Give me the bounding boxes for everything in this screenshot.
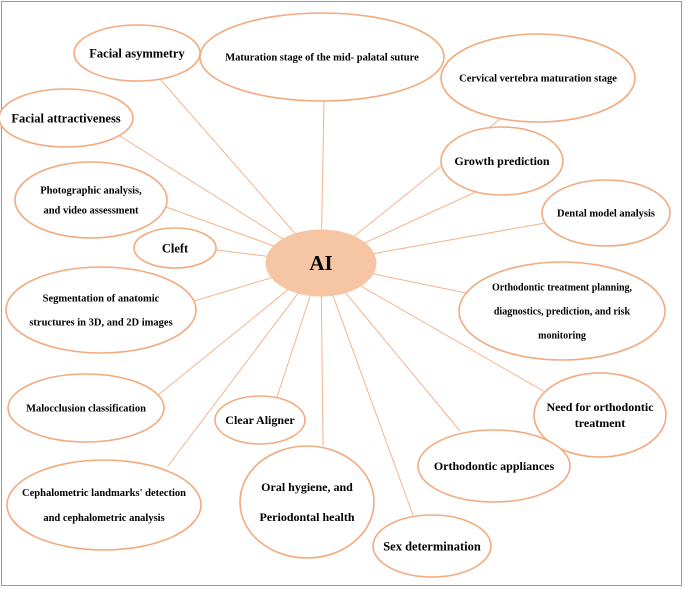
node-label: Orthodontic treatment planning, [492, 283, 633, 294]
center-node: AI [265, 229, 377, 297]
node-label: and video assessment [43, 206, 139, 217]
node-label: Cephalometric landmarks' detection [22, 488, 186, 499]
connector-facial-attractiveness [119, 135, 284, 240]
node-label: Cervical vertebra maturation stage [459, 74, 617, 85]
connector-growth-prediction [364, 189, 481, 244]
node-label: and cephalometric analysis [43, 513, 164, 524]
node-label: Cleft [162, 241, 189, 255]
node-label: Orthodontic appliances [434, 459, 555, 473]
node-ellipse [440, 33, 636, 123]
node-label: monitoring [538, 331, 586, 342]
connector-cephalometric [167, 292, 299, 467]
node-ellipse [133, 227, 217, 269]
node-sex-determination: Sex determination [372, 514, 492, 578]
node-facial-attractiveness: Facial attractiveness [0, 88, 134, 148]
node-ellipse [417, 429, 571, 503]
node-cephalometric: Cephalometric landmarks' detection and ce… [6, 459, 202, 551]
node-need-for-treatment: Need for orthodontic treatment [533, 372, 667, 458]
node-label: Dental model analysis [557, 209, 655, 220]
node-ellipse [6, 459, 202, 551]
node-label: Oral hygiene, and [261, 480, 353, 494]
node-ellipse [239, 445, 375, 559]
node-malocclusion: Malocclusion classification [7, 373, 165, 443]
node-label: Growth prediction [454, 154, 550, 168]
node-growth-prediction: Growth prediction [440, 126, 564, 196]
node-dental-model: Dental model analysis [541, 179, 671, 247]
node-orthodontic-appliances: Orthodontic appliances [417, 429, 571, 503]
connector-photographic-analysis [165, 206, 275, 247]
node-ellipse [0, 88, 134, 148]
node-label: treatment [575, 416, 625, 430]
connector-malocclusion [156, 289, 289, 397]
connector-need-for-treatment [360, 285, 546, 393]
node-label: diagnostics, prediction, and risk [494, 307, 631, 318]
node-photographic-analysis: Photographic analysis, and video assessme… [14, 161, 168, 239]
connector-oral-hygiene [320, 295, 324, 447]
node-label: Facial asymmetry [89, 46, 185, 60]
node-ellipse [5, 266, 197, 354]
node-segmentation: Segmentation of anatomic structures in 3D… [5, 266, 197, 354]
node-label: Segmentation of anatomic [43, 294, 160, 305]
node-label: Sex determination [383, 539, 481, 553]
node-cleft: Cleft [133, 227, 217, 269]
node-clear-aligner: Clear Aligner [214, 395, 306, 445]
connector-cleft [215, 249, 268, 257]
connector-dental-model [373, 222, 546, 255]
node-ellipse [541, 179, 671, 247]
node-label: Clear Aligner [225, 413, 295, 427]
connector-layer [119, 78, 546, 516]
node-treatment-planning: Orthodontic treatment planning, diagnosti… [458, 261, 666, 361]
node-ellipse [199, 12, 445, 102]
connector-sex-determination [332, 295, 414, 516]
node-label: Maturation stage of the mid- palatal sut… [225, 53, 419, 64]
node-mid-palatal-suture: Maturation stage of the mid- palatal sut… [199, 12, 445, 102]
node-facial-asymmetry: Facial asymmetry [73, 24, 201, 82]
node-ellipse [372, 514, 492, 578]
node-cervical-vertebra: Cervical vertebra maturation stage [440, 33, 636, 123]
connector-orthodontic-appliances [345, 292, 461, 432]
node-label: Need for orthodontic [546, 400, 654, 414]
node-label: Malocclusion classification [26, 404, 146, 415]
node-label: structures in 3D, and 2D images [29, 318, 172, 329]
connector-mid-palatal-suture [321, 100, 325, 231]
node-label: Photographic analysis, [40, 186, 142, 197]
node-ellipse [14, 161, 168, 239]
node-label: Periodontal health [260, 510, 355, 524]
center-label: AI [309, 251, 332, 275]
node-label: Facial attractiveness [11, 111, 120, 125]
connector-treatment-planning [372, 273, 467, 294]
connector-segmentation [193, 277, 272, 302]
node-ellipse [214, 395, 306, 445]
node-ellipse [440, 126, 564, 196]
connector-clear-aligner [276, 295, 311, 398]
connector-facial-asymmetry [159, 78, 296, 235]
node-ellipse [458, 261, 666, 361]
node-ellipse [533, 372, 667, 458]
node-ellipse [7, 373, 165, 443]
center-ellipse [265, 229, 377, 297]
